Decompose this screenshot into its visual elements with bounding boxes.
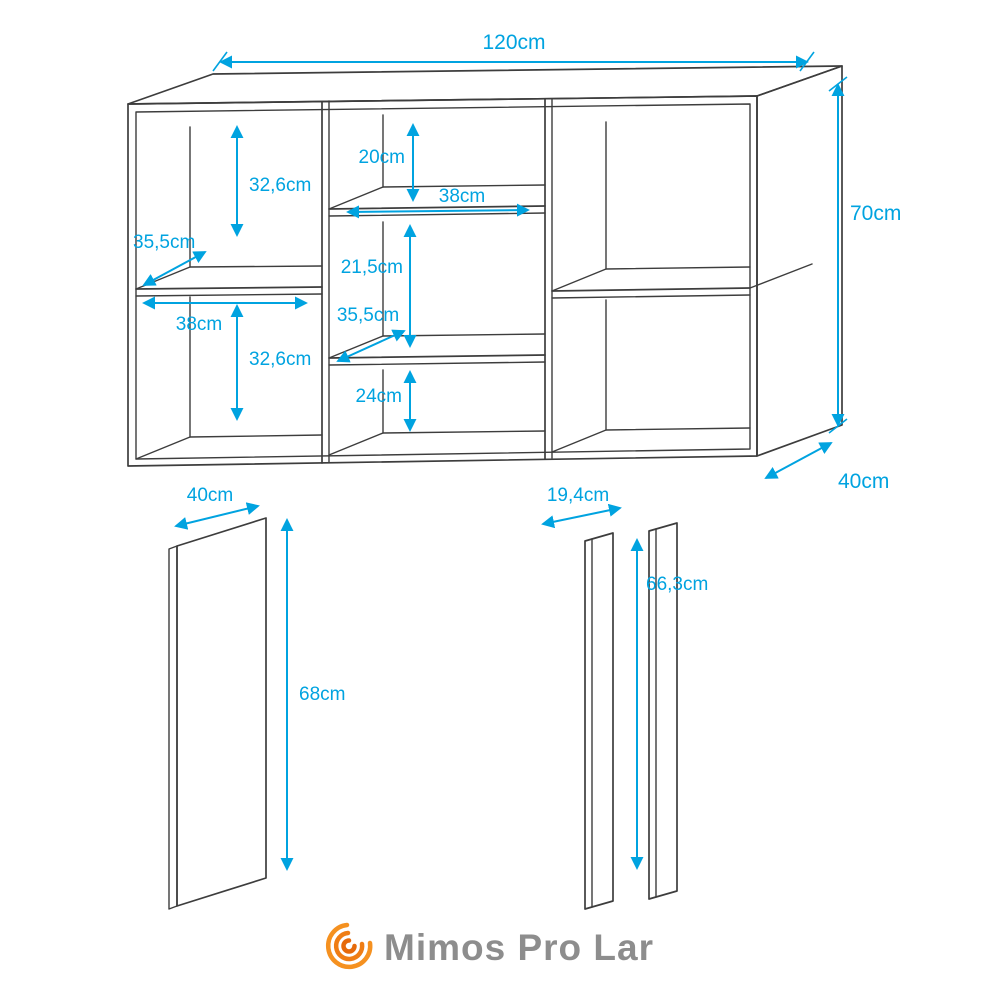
dim-tick-width-right <box>799 51 815 72</box>
dim-label-width: 120cm <box>482 31 545 54</box>
logo-swirl-icon <box>325 922 373 970</box>
dim-line-panel-width <box>174 502 260 530</box>
mid-shelf2-thickness <box>328 361 546 366</box>
dim-label-height: 70cm <box>850 202 901 225</box>
cabinet-front-inner-frame <box>135 103 751 460</box>
cabinet-drawing <box>127 65 843 467</box>
dim-label-panel-height: 68cm <box>299 684 345 705</box>
left-bottom-floor <box>135 434 323 460</box>
dim-tick-width-left <box>212 51 228 72</box>
dim-tick-height-bottom <box>828 418 848 434</box>
mid-shelf2-surface <box>328 333 546 359</box>
mid-bottom-floor <box>328 430 546 456</box>
cabinet-right-face <box>756 65 843 457</box>
right-shelf-surface <box>551 266 751 292</box>
dim-label-mid-shelf-width: 38cm <box>439 186 485 207</box>
dim-line-mid-shelf-depth <box>336 329 406 363</box>
dim-line-mid-shelf-width <box>346 203 530 219</box>
dim-label-left-bottom-height: 32,6cm <box>249 349 311 370</box>
logo-text: Mimos Pro Lar <box>384 927 654 968</box>
mid-shelf1-front-edge <box>328 205 546 210</box>
side-panel-edge <box>168 545 178 910</box>
mid-shelf1-surface <box>328 184 546 210</box>
dim-line-left-shelf-depth <box>142 251 207 286</box>
mid-shelf2-front-edge <box>328 354 546 359</box>
dim-label-mid-shelf-depth: 35,5cm <box>337 305 399 326</box>
side-panel-face <box>176 517 267 907</box>
right-shelf-side-edge <box>749 263 813 289</box>
dim-label-mid-middle-gap: 21,5cm <box>341 257 403 278</box>
dim-label-left-top-height: 32,6cm <box>249 175 311 196</box>
dim-label-divider-width: 19,4cm <box>547 485 609 506</box>
dim-label-mid-top-gap: 20cm <box>359 147 405 168</box>
swirl-inner-arc <box>341 938 357 954</box>
dim-label-depth: 40cm <box>838 470 889 493</box>
dim-label-panel-width: 40cm <box>187 485 233 506</box>
divider-panels-drawing: 19,4cm 66,3cm <box>541 485 708 910</box>
dim-line-depth <box>764 442 833 479</box>
right-shelf-front-edge <box>551 287 751 292</box>
dim-line-divider-width <box>541 503 622 529</box>
swirl-outer-arc <box>325 922 373 970</box>
left-shelf-front-edge <box>135 286 323 290</box>
side-panel-drawing: 40cm 68cm <box>168 485 345 910</box>
right-shelf-thickness <box>551 294 751 299</box>
dim-tick-height-top <box>828 76 848 92</box>
dim-label-left-width: 38cm <box>176 314 222 335</box>
left-shelf-thickness <box>135 293 323 297</box>
divider-panel-b <box>648 522 678 900</box>
dim-label-left-shelf-depth: 35,5cm <box>133 232 195 253</box>
cabinet-dimensions: 120cm 70cm 40cm 32,6cm 35,5cm 38cm 32,6c… <box>133 31 901 493</box>
mid-shelf1-thickness <box>328 212 546 217</box>
cabinet-top-face <box>127 65 843 105</box>
divider-panel-a <box>584 532 614 910</box>
left-shelf-surface <box>135 265 323 290</box>
brand-logo: Mimos Pro Lar <box>325 922 654 970</box>
right-bottom-floor <box>551 427 751 453</box>
swirl-middle-arc <box>333 930 365 962</box>
dim-label-divider-height: 66,3cm <box>646 574 708 595</box>
cabinet-front-face <box>127 95 758 467</box>
dim-label-mid-bottom-gap: 24cm <box>356 386 402 407</box>
